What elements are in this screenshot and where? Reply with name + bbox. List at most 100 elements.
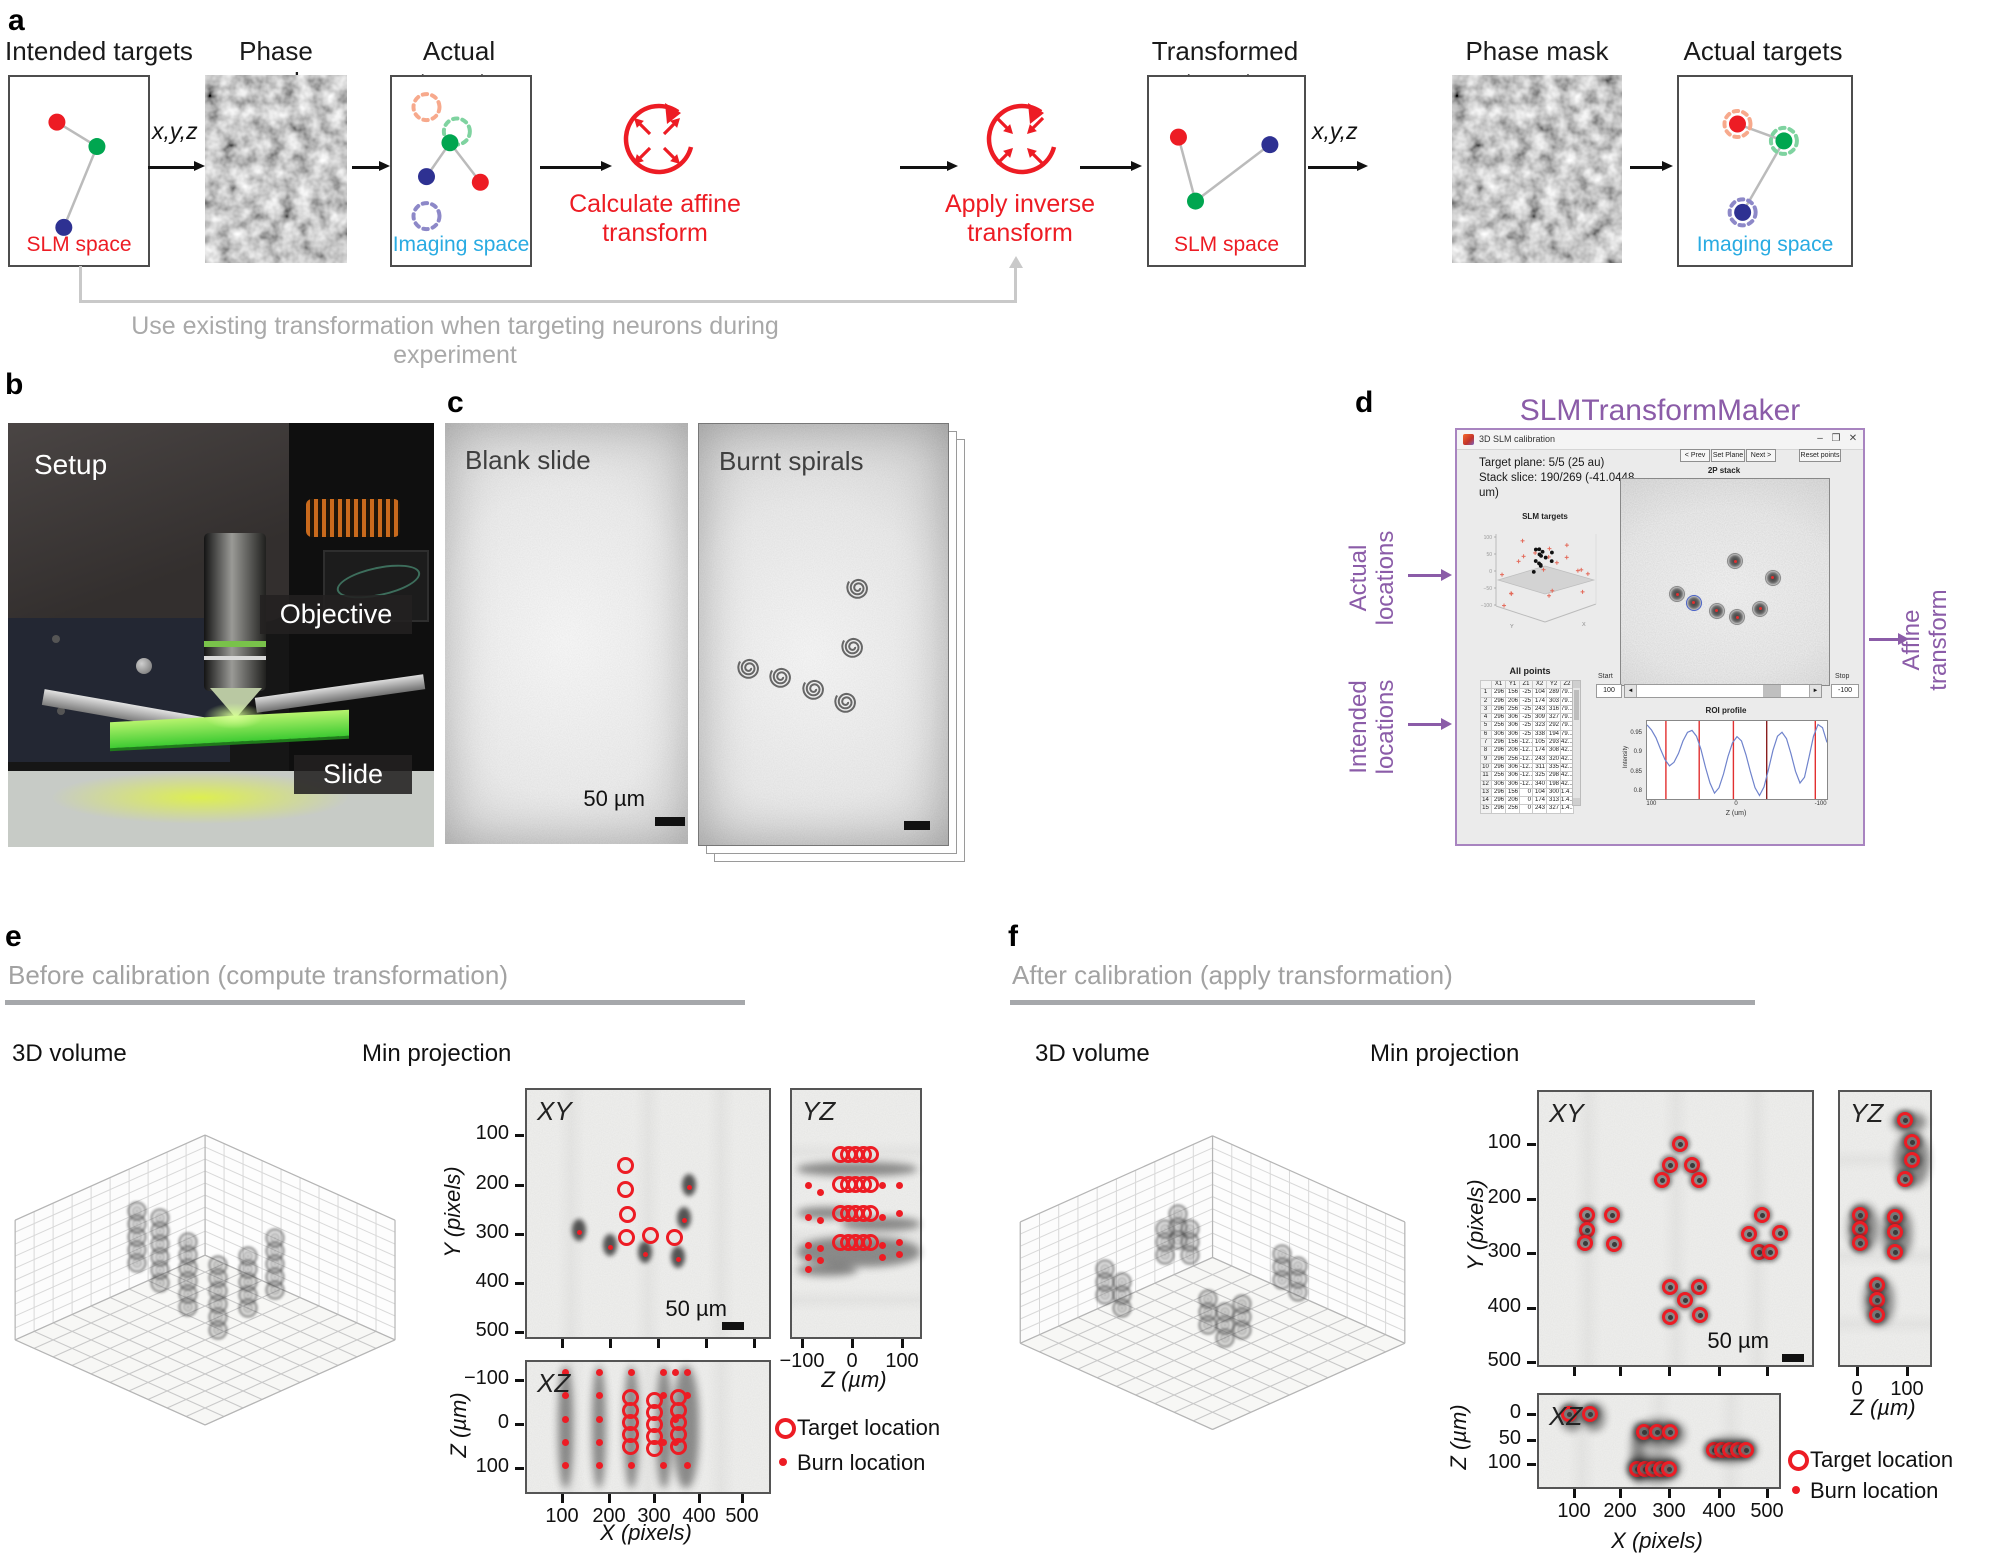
e-z-axis-label: Z (µm) [445, 1392, 471, 1458]
svg-text:50: 50 [1486, 552, 1492, 558]
actual-targets-box-1: Imaging space [390, 75, 532, 267]
objective-green-ring [203, 640, 266, 647]
next-button[interactable]: Next > [1746, 449, 1776, 462]
close-icon[interactable]: ✕ [1848, 433, 1858, 444]
actual-targets-dots-1 [411, 92, 489, 232]
stack-slider[interactable]: ◄ ► [1624, 684, 1822, 698]
maximize-icon[interactable]: ❐ [1831, 433, 1841, 444]
all-points-title: All points [1509, 666, 1551, 676]
svg-text:X: X [1582, 622, 1586, 628]
f-legend-target-text: Target location [1810, 1447, 1954, 1472]
e-y-axis-label: Y (pixels) [439, 1166, 465, 1258]
e-3d-volume-plot [14, 1134, 396, 1426]
slider-right-arrow-icon[interactable]: ► [1809, 685, 1821, 697]
e-3d-volume-title: 3D volume [12, 1040, 127, 1067]
setup-label: Setup [34, 449, 108, 480]
f-3d-volume-plot [1019, 1135, 1406, 1430]
scalebar-c2 [904, 821, 930, 830]
start-value[interactable]: 100 [1596, 684, 1622, 698]
actual-targets-box-2: Imaging space [1677, 75, 1853, 267]
blank-slide-image: Blank slide 50 µm [445, 423, 688, 844]
feedback-line-left [79, 266, 82, 302]
stack-title: 2P stack [1707, 466, 1741, 475]
panel-e-label: e [5, 920, 22, 953]
arrow-intended-to-phase [148, 161, 205, 171]
svg-text:−50: −50 [1484, 586, 1493, 592]
screw-icon [52, 635, 61, 644]
rule-f [1010, 1000, 1755, 1005]
svg-text:Y: Y [1510, 624, 1514, 630]
intended-locations-arrow [1408, 717, 1452, 730]
panel-d-label: d [1355, 386, 1374, 419]
f-legend-burn-text: Burn location [1810, 1478, 1939, 1503]
f-legend-burn-icon [1792, 1486, 1800, 1494]
window-titlebar[interactable]: 3D SLM calibration – ❐ ✕ [1457, 430, 1863, 450]
prev-button[interactable]: < Prev [1680, 449, 1710, 462]
before-calibration-heading: Before calibration (compute transformati… [8, 960, 509, 990]
f-y-axis-label: Y (pixels) [1462, 1179, 1488, 1271]
svg-text:100: 100 [1484, 535, 1493, 541]
slider-thumb[interactable] [1763, 685, 1781, 697]
objective-body [203, 533, 266, 692]
actual-targets-dots-2 [1722, 109, 1799, 228]
e-legend-target-icon [775, 1418, 796, 1439]
reset-points-button[interactable]: Reset points [1799, 449, 1841, 462]
objective-label: Objective [260, 595, 412, 634]
phase-mask-image-1 [205, 75, 347, 263]
slider-left-arrow-icon[interactable]: ◄ [1625, 685, 1637, 697]
stop-label: Stop [1835, 673, 1850, 680]
target-plane-info: Target plane: 5/5 (25 au)Stack slice: 19… [1479, 457, 1635, 499]
after-calibration-heading: After calibration (apply transformation) [1012, 960, 1453, 990]
orange-coil [306, 499, 400, 538]
stop-value[interactable]: -100 [1831, 684, 1859, 698]
panel-f-label: f [1008, 920, 1018, 953]
e-legend-burn-text: Burn location [797, 1450, 926, 1475]
svg-text:0: 0 [1489, 569, 1492, 575]
feedback-line-bottom [79, 300, 1017, 303]
arrow-phase-to-actual-2 [1630, 161, 1673, 171]
f-x-axis-label: X (pixels) [1611, 1528, 1703, 1553]
panel-c-label: c [447, 386, 464, 419]
calibration-window: 3D SLM calibration – ❐ ✕ < Prev Set Plan… [1455, 428, 1865, 846]
arrow-apply-to-transformed [1080, 161, 1142, 171]
panel-b-label: b [5, 368, 24, 401]
intended-targets-heading: Intended targets [5, 36, 193, 66]
f-yz-x-axis-label: Z (µm) [1850, 1395, 1916, 1420]
actual-locations-arrow [1408, 568, 1452, 581]
actual-targets-heading-2: Actual targets [1683, 36, 1843, 66]
burnt-spirals-title: Burnt spirals [719, 446, 864, 476]
feedback-note: Use existing transformation when targeti… [131, 312, 779, 369]
window-title: 3D SLM calibration [1479, 434, 1556, 444]
arrow-transformed-to-phase [1308, 161, 1368, 171]
minimize-icon[interactable]: – [1817, 433, 1823, 444]
blank-slide-title: Blank slide [465, 445, 591, 475]
e-legend-burn-icon [779, 1458, 787, 1466]
e-legend-target-text: Target location [797, 1415, 941, 1440]
calculate-affine-icon [623, 103, 694, 175]
imaging-space-label-1: Imaging space [392, 233, 530, 256]
screw-icon [136, 658, 153, 675]
e-yz-x-axis-label: Z (µm) [821, 1367, 887, 1392]
transformed-targets-dots [1169, 128, 1279, 210]
set-plane-button[interactable]: Set Plane [1711, 449, 1745, 462]
arrow-calc-to-apply [900, 161, 958, 171]
foam-base [8, 770, 434, 847]
f-legend-target-icon [1788, 1450, 1809, 1471]
svg-text:−100: −100 [1481, 603, 1492, 609]
laser-glow [203, 702, 264, 729]
transformed-targets-box: SLM space [1147, 75, 1306, 267]
slm-space-label-2: SLM space [1173, 233, 1280, 256]
arrow-actual-to-calc [540, 161, 612, 171]
intended-targets-box: SLM space [8, 75, 150, 267]
